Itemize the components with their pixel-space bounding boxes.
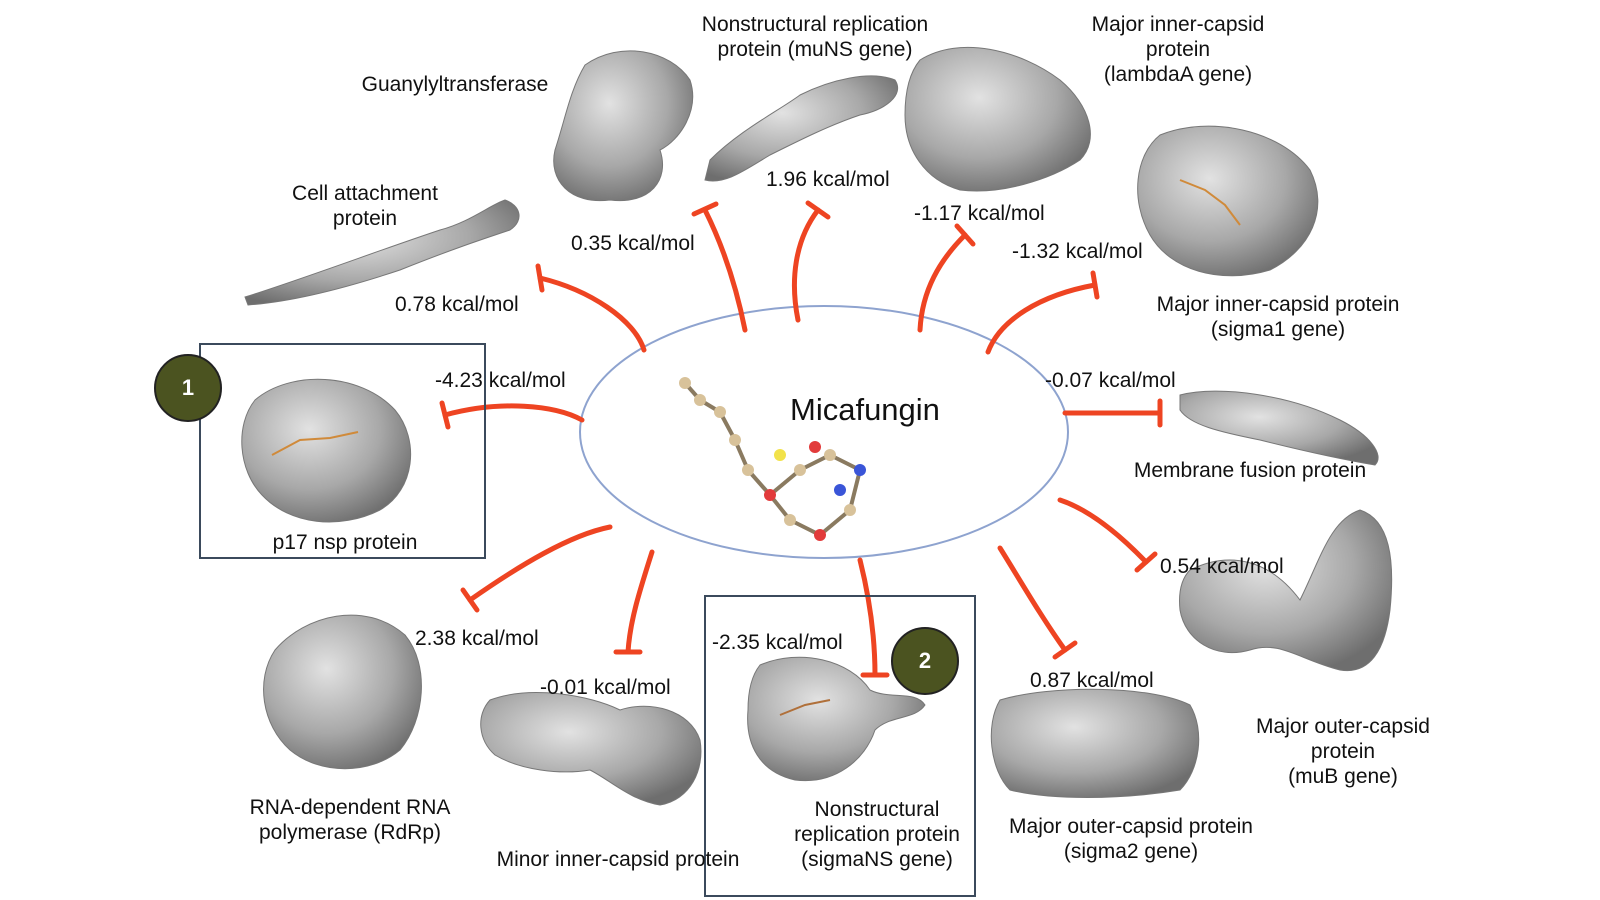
label-minor-inner-capsid: Minor inner-capsid protein xyxy=(496,848,740,871)
energy-guanylyltransferase: 0.35 kcal/mol xyxy=(571,232,695,255)
inhibit-arrow-muns-cap xyxy=(805,200,831,220)
sigma1-ligand-image xyxy=(1179,179,1241,226)
minor-inner-capsid-structure-image xyxy=(480,692,702,806)
highlight-box-sigmans xyxy=(704,595,976,897)
inhibit-arrow-sigma1-cap xyxy=(1090,270,1100,300)
label-lambdaa: Major inner-capsid protein (lambdaA gene… xyxy=(1091,13,1265,86)
inhibit-arrow-sigma2 xyxy=(997,545,1068,653)
inhibit-arrow-minor-inner-capsid xyxy=(625,549,655,655)
inhibit-arrow-lambdaa xyxy=(917,232,968,333)
energy-sigma1: -1.32 kcal/mol xyxy=(1012,240,1143,263)
label-sigmans: Nonstructural replication protein (sigma… xyxy=(794,798,960,871)
energy-muns: 1.96 kcal/mol xyxy=(766,168,890,191)
drug-title: Micafungin xyxy=(790,392,940,427)
energy-rdrp: 2.38 kcal/mol xyxy=(415,627,539,650)
inhibit-arrow-guanylyltransferase xyxy=(702,207,748,333)
inhibit-arrow-rdrp xyxy=(467,524,613,603)
label-sigma1: Major inner-capsid protein (sigma1 gene) xyxy=(1156,293,1400,341)
energy-p17: -4.23 kcal/mol xyxy=(435,369,566,392)
label-sigma2: Major outer-capsid protein (sigma2 gene) xyxy=(1009,815,1253,863)
energy-membrane-fusion: -0.07 kcal/mol xyxy=(1045,369,1176,392)
inhibit-arrow-muns xyxy=(791,207,821,323)
muns-structure-image xyxy=(704,75,898,182)
energy-sigmans: -2.35 kcal/mol xyxy=(712,631,843,654)
sigma1-structure-image xyxy=(1137,125,1319,277)
cell-attachment-structure-image xyxy=(244,199,520,306)
inhibit-arrow-sigma2-cap xyxy=(1052,640,1078,660)
inhibit-arrow-sigma1 xyxy=(985,282,1098,355)
mub-structure-image xyxy=(1179,509,1393,672)
micafungin-structure-image xyxy=(679,377,866,541)
energy-minor-inner-capsid: -0.01 kcal/mol xyxy=(540,676,671,699)
inhibit-arrow-rdrp-cap xyxy=(460,587,480,613)
inhibit-arrow-lambdaa-cap xyxy=(954,223,976,247)
energy-sigma2: 0.87 kcal/mol xyxy=(1030,669,1154,692)
sigma2-structure-image xyxy=(990,688,1200,798)
label-rdrp: RNA-dependent RNA polymerase (RdRp) xyxy=(249,796,451,844)
badge-1: 1 xyxy=(154,354,222,422)
membrane-fusion-structure-image xyxy=(1179,390,1379,466)
rdrp-structure-image xyxy=(263,614,422,770)
inhibit-arrow-p17-cap xyxy=(439,400,451,430)
inhibit-arrow-cell-attachment xyxy=(537,275,647,353)
label-guanylyltransferase: Guanylyltransferase xyxy=(361,73,549,96)
inhibit-arrow-guanylyltransferase-cap xyxy=(691,201,719,217)
lambdaa-structure-image xyxy=(904,46,1091,192)
badge-2: 2 xyxy=(891,627,959,695)
energy-mub: 0.54 kcal/mol xyxy=(1160,555,1284,578)
energy-lambdaa: -1.17 kcal/mol xyxy=(914,202,1045,225)
sigmans-structure-image xyxy=(747,656,926,782)
label-muns: Nonstructural replication protein (muNS … xyxy=(701,13,929,61)
inhibit-arrow-cell-attachment-cap xyxy=(535,263,545,293)
label-membrane-fusion: Membrane fusion protein xyxy=(1133,459,1367,482)
label-mub: Major outer-capsid protein (muB gene) xyxy=(1256,715,1430,788)
label-cell-attachment: Cell attachment protein xyxy=(292,182,438,230)
inhibit-arrow-mub xyxy=(1057,497,1149,565)
guanylyltransferase-structure-image xyxy=(553,50,694,202)
sigmans-ligand-image xyxy=(779,699,831,716)
label-p17: p17 nsp protein xyxy=(272,531,418,554)
inhibit-arrow-mub-cap xyxy=(1134,551,1158,573)
energy-cell-attachment: 0.78 kcal/mol xyxy=(395,293,519,316)
center-ellipse xyxy=(579,305,1069,559)
p17-structure-image xyxy=(241,378,412,523)
p17-ligand-image xyxy=(271,431,359,456)
inhibit-arrow-p17 xyxy=(442,403,585,423)
inhibit-arrow-sigmans xyxy=(857,557,878,678)
highlight-box-p17 xyxy=(199,343,486,559)
